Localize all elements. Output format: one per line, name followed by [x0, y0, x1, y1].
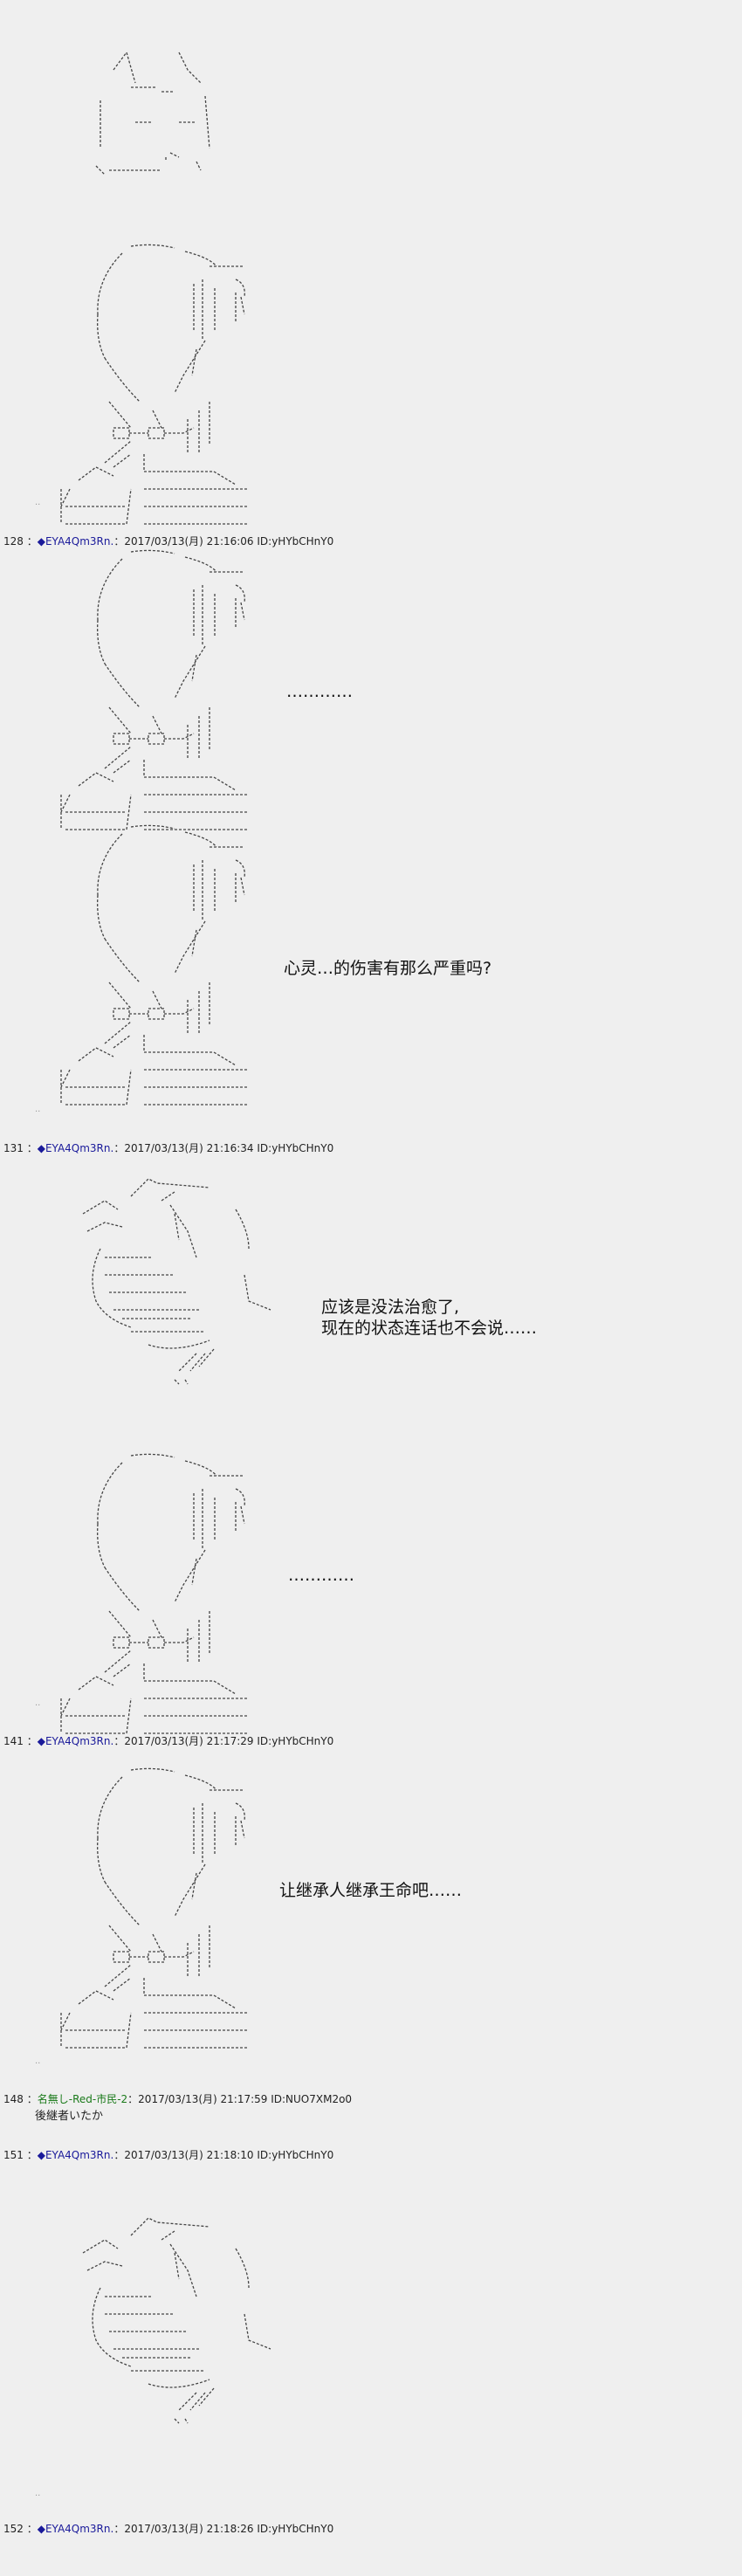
tall-character-art-1 — [60, 244, 250, 525]
separator-mark: .. — [35, 498, 41, 507]
post-number[interactable]: 141 — [3, 1735, 24, 1747]
post-author[interactable]: ◆EYA4Qm3Rn. — [37, 2523, 114, 2535]
post-meta: ：2017/03/13(月) 21:17:29 ID:yHYbCHnY0 — [113, 1735, 334, 1747]
post-header-128: 128 ：◆EYA4Qm3Rn.：2017/03/13(月) 21:16:06 … — [3, 535, 334, 548]
post-body: 後継者いたか — [35, 2110, 104, 2123]
post-author[interactable]: ◆EYA4Qm3Rn. — [37, 535, 114, 548]
post-author[interactable]: ◆EYA4Qm3Rn. — [37, 2149, 114, 2161]
post-header-141: 141 ：◆EYA4Qm3Rn.：2017/03/13(月) 21:17:29 … — [3, 1735, 334, 1747]
tall-character-art-5 — [60, 1767, 250, 2049]
post-header-152: 152 ：◆EYA4Qm3Rn.：2017/03/13(月) 21:18:26 … — [3, 2523, 334, 2535]
post-header-151: 151 ：◆EYA4Qm3Rn.：2017/03/13(月) 21:18:10 … — [3, 2149, 334, 2161]
post-header-148: 148 ：名無し-Red-市民-2：2017/03/13(月) 21:17:59… — [3, 2093, 353, 2105]
post-number[interactable]: 131 — [3, 1142, 24, 1154]
post-author[interactable]: ◆EYA4Qm3Rn. — [37, 1735, 114, 1747]
post-number[interactable]: 152 — [3, 2523, 24, 2535]
post-author[interactable]: ◆EYA4Qm3Rn. — [37, 1142, 114, 1154]
separator-mark: .. — [35, 2489, 41, 2498]
round-character-art-2 — [82, 2217, 271, 2424]
post-meta: ：2017/03/13(月) 21:17:59 ID:NUO7XM2o0 — [127, 2093, 353, 2105]
post-header-131: 131 ：◆EYA4Qm3Rn.：2017/03/13(月) 21:16:34 … — [3, 1142, 334, 1154]
speech-text: 应该是没法治愈了, — [321, 1298, 460, 1317]
post-author[interactable]: 名無し-Red-市民-2 — [37, 2093, 128, 2105]
round-character-art-1 — [82, 1178, 271, 1385]
separator-mark: .. — [35, 1698, 41, 1708]
speech-text: ………… — [288, 1566, 354, 1585]
post-meta: ：2017/03/13(月) 21:18:10 ID:yHYbCHnY0 — [113, 2149, 334, 2161]
post-number[interactable]: 151 — [3, 2149, 24, 2161]
speech-text: 现在的状态连话也不会说…… — [321, 1319, 538, 1338]
post-number[interactable]: 148 — [3, 2093, 24, 2105]
post-meta: ：2017/03/13(月) 21:16:06 ID:yHYbCHnY0 — [113, 535, 334, 548]
post-meta: ：2017/03/13(月) 21:16:34 ID:yHYbCHnY0 — [113, 1142, 334, 1154]
tall-character-art-4 — [60, 1453, 250, 1734]
tall-character-art-3 — [60, 824, 250, 1105]
post-meta: ：2017/03/13(月) 21:18:26 ID:yHYbCHnY0 — [113, 2523, 334, 2535]
tall-character-art-2 — [60, 549, 250, 830]
speech-text: 让继承人继承王命吧…… — [279, 1881, 463, 1900]
separator-mark: .. — [35, 1105, 41, 1114]
speech-text: 心灵…的伤害有那么严重吗? — [284, 959, 492, 978]
post-number[interactable]: 128 — [3, 535, 24, 548]
speech-text: ………… — [286, 682, 353, 701]
separator-mark: .. — [35, 2056, 41, 2066]
cat-face-art — [95, 51, 210, 176]
